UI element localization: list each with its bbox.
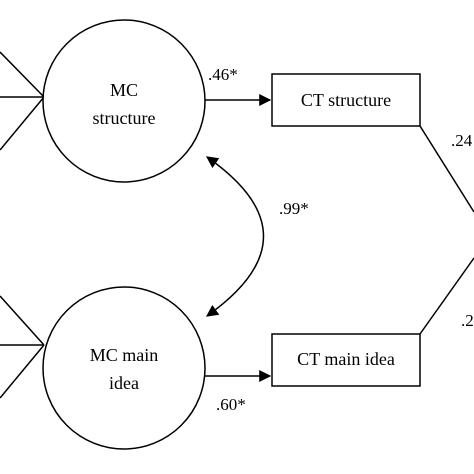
mc-structure-label-line1: MC (110, 80, 138, 100)
coef-mc-main-idea-to-ct-main-idea: .60* (216, 395, 246, 414)
ct-main-idea-node: CT main idea (271, 333, 421, 387)
coef-mc-correlation: .99* (279, 199, 309, 218)
mc-main-idea-label-line2: idea (109, 373, 139, 393)
coef-mc-structure-to-ct-structure: .46* (208, 65, 238, 84)
path-ct-main-idea-right (419, 257, 474, 335)
ct-structure-label: CT structure (301, 90, 391, 110)
coef-ct-main-idea-right-partial: .2 (461, 311, 474, 330)
mc-main-idea-indicator-lines (0, 295, 45, 399)
mc-main-idea-label-line1: MC main (90, 345, 159, 365)
mc-main-idea-node: MC main idea (42, 286, 206, 450)
ct-structure-node: CT structure (271, 73, 421, 127)
path-ct-structure-right (419, 125, 474, 213)
mc-structure-node: MC structure (42, 19, 206, 183)
mc-structure-label-line2: structure (93, 108, 156, 128)
coef-ct-structure-right-partial: .24 (451, 131, 473, 150)
correlation-curve-mc-factors (206, 156, 265, 317)
ct-main-idea-label: CT main idea (297, 349, 395, 369)
mc-structure-indicator-lines (0, 51, 45, 151)
